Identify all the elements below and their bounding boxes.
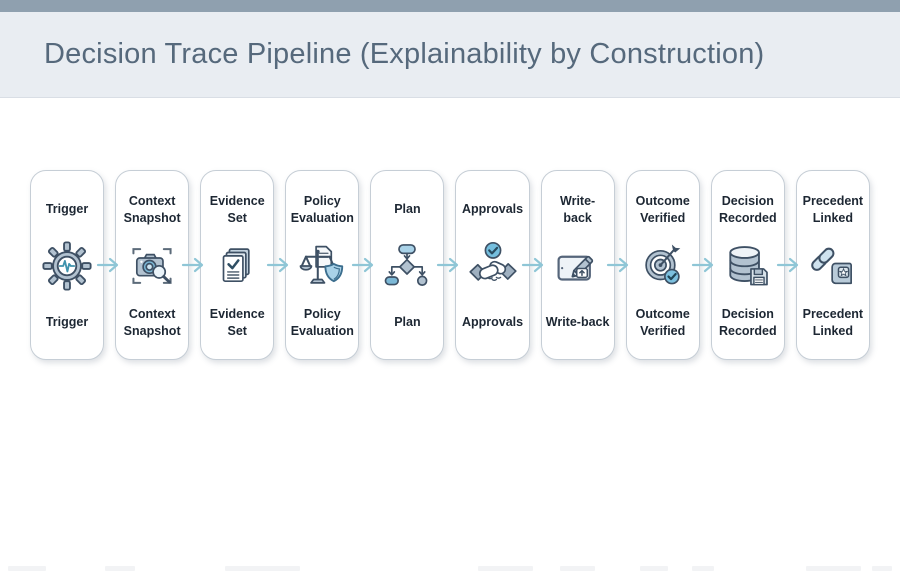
documents-check-icon [209, 238, 265, 294]
stage-title: Write- back [560, 194, 596, 225]
stage-decision-recorded: Decision Recorded [710, 170, 785, 360]
stage-approvals: Approvals [455, 170, 530, 360]
stage-title: Trigger [45, 202, 89, 217]
stage-title: Context Snapshot [123, 194, 181, 225]
stage-policy-evaluation: Policy Evaluation [285, 170, 360, 360]
page-title: Decision Trace Pipeline (Explainability … [44, 38, 765, 70]
diagram-header: Decision Trace Pipeline (Explainability … [0, 12, 900, 98]
flowchart-icon [379, 238, 435, 294]
stage-context-snapshot: Context Snapshot [115, 170, 190, 360]
stage-label: Policy Evaluation [290, 307, 354, 338]
target-check-icon [635, 238, 691, 294]
stage-evidence-set: Evidence Set Evidence Set [200, 170, 275, 360]
stage-label: Plan [394, 315, 421, 330]
diagram-canvas: Trigger [0, 170, 900, 573]
flow-arrow-icon [521, 170, 544, 360]
flow-arrow-icon [266, 170, 288, 360]
stage-title: Precedent Linked [802, 194, 864, 225]
stage-label: Write-back [545, 315, 610, 330]
tablet-pen-icon [550, 238, 606, 294]
stage-write-back: Write- back [540, 170, 615, 360]
stage-precedent-linked: Precedent Linked Precedent Linked [795, 170, 870, 360]
stage-plan: Plan [370, 170, 445, 360]
gear-pulse-icon [39, 238, 95, 294]
handshake-check-icon [465, 238, 521, 294]
chain-book-icon [805, 238, 861, 294]
stage-label: Context Snapshot [123, 307, 181, 338]
flow-arrow-icon [436, 170, 459, 360]
stage-trigger: Trigger [30, 170, 105, 360]
pipeline: Trigger [30, 170, 870, 360]
stage-label: Decision Recorded [718, 307, 777, 338]
stage-title: Plan [394, 202, 421, 217]
stage-title: Evidence Set [209, 194, 265, 225]
stage-title: Decision Recorded [718, 194, 777, 225]
flow-arrow-icon [607, 170, 629, 360]
window-top-bar [0, 0, 900, 12]
flow-arrow-icon [351, 170, 373, 360]
stage-outcome-verified: Outcome Verified Outcome Verified [625, 170, 700, 360]
stage-title: Outcome Verified [635, 194, 690, 225]
stage-label: Approvals [461, 315, 524, 330]
database-save-icon [720, 238, 776, 294]
stage-label: Evidence Set [209, 307, 265, 338]
flow-arrow-icon [96, 170, 118, 360]
flow-arrow-icon [181, 170, 203, 360]
stage-title: Approvals [461, 202, 524, 217]
stage-label: Precedent Linked [802, 307, 864, 338]
stage-label: Outcome Verified [635, 307, 690, 338]
scale-shield-icon [294, 238, 350, 294]
flow-arrow-icon [777, 170, 799, 360]
camera-scan-icon [124, 238, 180, 294]
stage-label: Trigger [45, 315, 89, 330]
bottom-edge-artifacts [0, 566, 900, 572]
flow-arrow-icon [692, 170, 714, 360]
stage-title: Policy Evaluation [290, 194, 354, 225]
